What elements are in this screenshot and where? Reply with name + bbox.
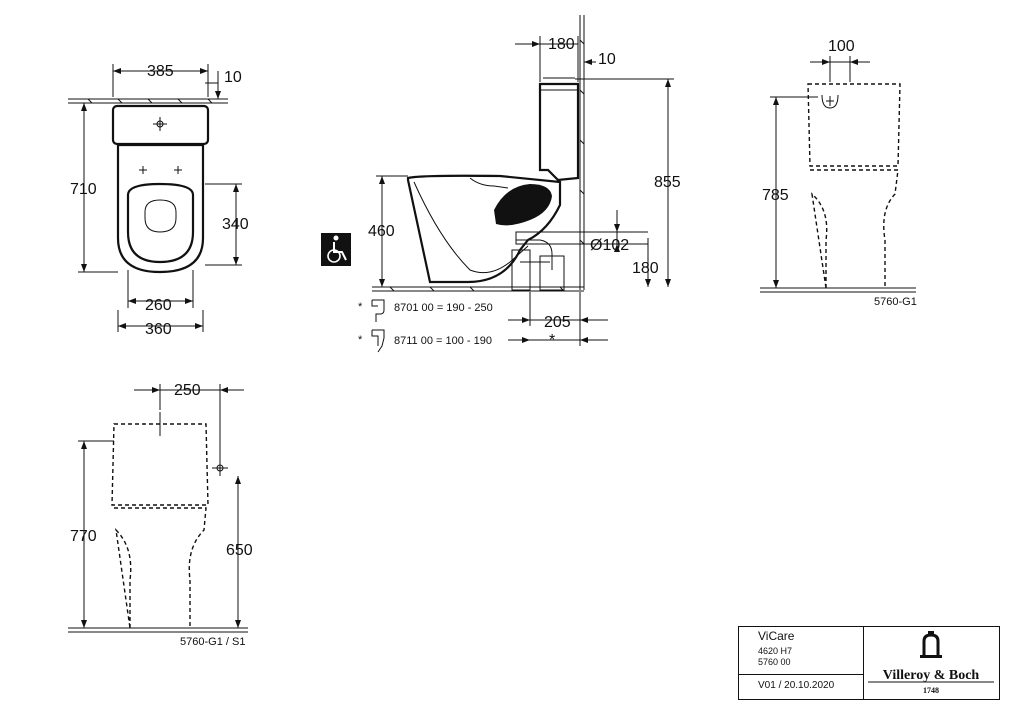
dim-line-340	[205, 183, 242, 266]
note-marker-2: *	[358, 334, 363, 346]
right-view-floor	[760, 287, 916, 293]
right-view-bowl	[810, 169, 899, 289]
side-view-bowl	[406, 174, 562, 284]
product-name: ViCare	[758, 629, 795, 643]
dim-line-770	[78, 440, 114, 628]
right-view: 100 785 5760-G1	[760, 38, 917, 308]
dim-line-260	[127, 270, 194, 308]
dim-cistern-depth: 180	[548, 36, 575, 53]
brand-name: Villeroy & Boch	[883, 668, 980, 683]
front-view-bowl	[114, 507, 207, 629]
dim-offset-top: 10	[224, 69, 242, 86]
dim-inlet-height: 650	[226, 542, 253, 559]
villeroy-boch-logo: Villeroy & Boch 1748	[868, 631, 994, 695]
brand-area: Villeroy & Boch 1748	[864, 627, 999, 699]
dim-line-180-top	[515, 36, 579, 82]
dim-outlet-height: 180	[632, 260, 659, 277]
dim-hole-spacing: 340	[222, 216, 249, 233]
side-view-wall	[579, 15, 585, 290]
front-view: 250 770 650 5760-G1 / S1	[68, 382, 253, 648]
front-view-code: 5760-G1 / S1	[180, 636, 245, 648]
dim-flush-spacing: 100	[828, 38, 855, 55]
front-view-cistern	[111, 423, 209, 506]
side-view-trap	[494, 184, 552, 226]
top-view: 385 10 710 340	[68, 63, 249, 338]
dim-line-250	[134, 384, 244, 460]
pipe-bend-short-icon	[371, 329, 385, 353]
dim-front-height: 770	[70, 528, 97, 545]
top-view-wall	[68, 98, 228, 104]
top-view-opening	[144, 199, 177, 233]
dim-outlet-distance: 205	[544, 314, 571, 331]
dim-line-180-bottom	[645, 238, 651, 287]
version-row: V01 / 20.10.2020	[739, 674, 863, 700]
dim-line-385	[112, 64, 209, 97]
title-block: ViCare 4620 H7 5760 00 V01 / 20.10.2020 …	[738, 626, 1000, 700]
right-view-cistern	[807, 83, 901, 167]
front-view-floor	[68, 627, 248, 633]
version-date: V01 / 20.10.2020	[758, 680, 835, 691]
title-block-info: ViCare 4620 H7 5760 00 V01 / 20.10.2020	[739, 627, 864, 699]
product-code-1: 4620 H7	[758, 646, 793, 656]
dim-line-360	[117, 310, 204, 332]
pipe-bend-icon	[371, 299, 385, 322]
dim-line-855	[575, 78, 674, 287]
dim-depth: 710	[70, 181, 97, 198]
dim-line-650	[235, 476, 241, 628]
flush-button-icon	[153, 117, 167, 131]
product-code-2: 5760 00	[758, 657, 791, 667]
dim-line-range	[508, 337, 608, 343]
dim-base-width: 360	[145, 321, 172, 338]
right-view-code: 5760-G1	[874, 296, 917, 308]
dim-line-10-top	[205, 71, 221, 99]
dim-line-785	[770, 96, 818, 288]
dim-total-height: 855	[654, 174, 681, 191]
dim-outlet-diameter: Ø102	[590, 237, 629, 254]
asterisk-mark: *	[549, 332, 555, 349]
dim-wall-gap: 10	[598, 51, 616, 68]
dim-line-460	[376, 175, 408, 287]
wheelchair-icon	[321, 233, 351, 266]
dim-seat-width: 260	[145, 297, 172, 314]
top-view-bowl	[116, 143, 205, 274]
side-view-cistern	[538, 82, 580, 182]
note-marker-1: *	[358, 301, 363, 313]
dim-line-100	[810, 56, 870, 82]
dim-right-height: 785	[762, 187, 789, 204]
top-view-seat	[126, 182, 195, 264]
inlet-mark-icon	[212, 460, 228, 476]
dim-width-top: 385	[147, 63, 174, 80]
outlet-pipe	[511, 231, 581, 291]
note-2: 8711 00 = 100 - 190	[394, 335, 492, 347]
hinge-mark-icon	[139, 166, 182, 174]
dim-line-diameter	[580, 210, 648, 252]
side-view: 180 10 855 460 Ø102	[321, 15, 681, 353]
dim-line-205	[508, 292, 608, 346]
note-1: 8701 00 = 190 - 250	[394, 302, 493, 314]
flush-valve-icon	[821, 94, 839, 109]
dim-line-710	[78, 103, 118, 273]
dim-front-width: 250	[174, 382, 201, 399]
dim-line-10-side	[584, 59, 596, 65]
brand-year: 1748	[923, 686, 939, 695]
dim-seat-height: 460	[368, 223, 395, 240]
